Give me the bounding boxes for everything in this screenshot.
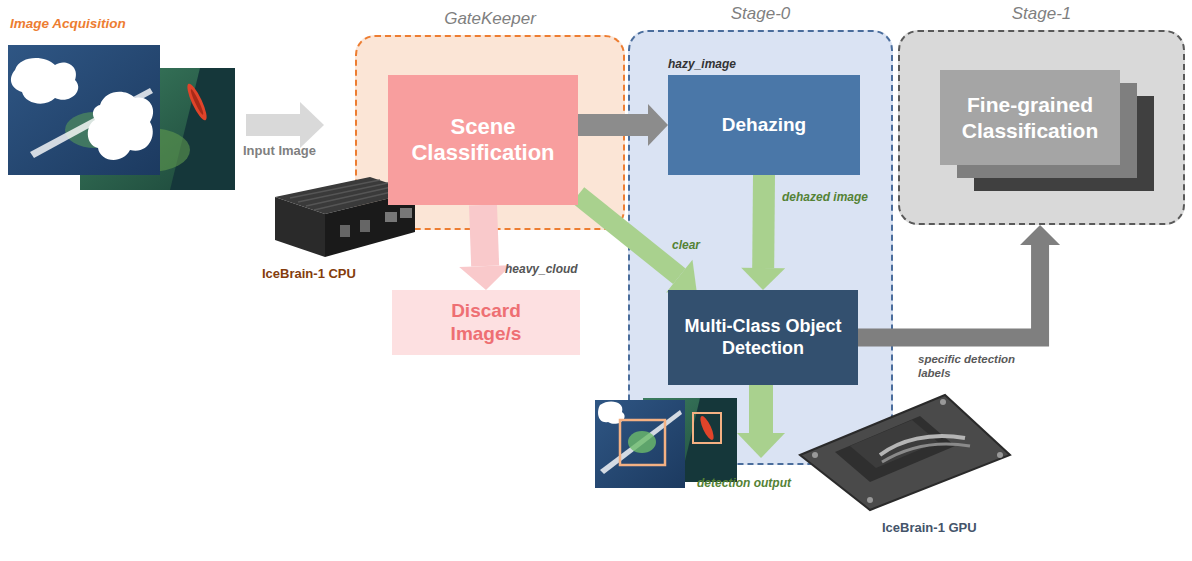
arrow-head (459, 265, 511, 290)
gpu-device-part (882, 444, 970, 462)
edge-label: hazy_image (668, 57, 736, 72)
detection-image-part (698, 415, 716, 442)
satellite-image-part (170, 68, 235, 190)
device-label: IceBrain-1 CPU (262, 266, 356, 282)
cpu-device-part (400, 208, 412, 218)
box-text-stack: Discard Image/s (426, 300, 546, 346)
output-arrow-part (749, 385, 773, 433)
edge-label: specific detection labels (918, 352, 1030, 381)
process-box: Discard Image/s (392, 290, 580, 355)
box-label: Multi-Class Object Detection (676, 316, 850, 359)
flow-label: detection output (697, 476, 791, 491)
cpu-device-part (306, 186, 396, 206)
satellite-image (8, 45, 160, 175)
box-label: Dehazing (722, 114, 806, 137)
process-box: Multi-Class Object Detection (668, 290, 858, 385)
detection-image-part (595, 400, 685, 488)
cpu-device-part (385, 212, 397, 222)
flow-label: Input Image (243, 143, 316, 159)
input-arrow-part (246, 114, 300, 136)
region-title: Stage-0 (630, 4, 891, 24)
box-text-stack: Scene Classification (396, 114, 570, 167)
cpu-device-part (298, 183, 388, 202)
detection-image-part (620, 420, 665, 465)
gpu-device-part (940, 399, 946, 405)
satellite-image-part (11, 58, 78, 104)
cpu-device-part (340, 225, 350, 237)
section-label: Image Acquisition (10, 16, 126, 33)
stage-region: Stage-1Fine-grained Classification (898, 30, 1185, 225)
arrow-shaft (483, 205, 485, 266)
device-label: IceBrain-1 GPU (882, 520, 977, 536)
cpu-device-part (290, 180, 380, 198)
box-text-stack: Dehazing (722, 114, 806, 137)
cpu-device-part (275, 197, 325, 257)
detection-image-part (680, 398, 737, 482)
detection-image (595, 400, 685, 488)
process-box: Scene Classification (388, 75, 578, 205)
edge-label: heavy_cloud (505, 262, 578, 277)
gpu-device-part (867, 497, 873, 503)
gpu-device-part (812, 452, 818, 458)
region-title: GateKeeper (357, 9, 623, 29)
box-label: Fine-grained Classification (948, 92, 1112, 142)
satellite-image-part (184, 82, 210, 122)
edge-label: clear (672, 238, 700, 253)
box-label: Scene Classification (396, 114, 570, 167)
detection-image-part (628, 431, 656, 453)
process-box: Dehazing (668, 75, 860, 175)
edge-label: dehazed image (782, 190, 868, 205)
arrow-shaft (752, 175, 775, 268)
box-text-stack: Fine-grained Classification (948, 92, 1112, 142)
gpu-device-part (997, 452, 1003, 458)
input-arrow-part (300, 102, 324, 148)
detection-image-part (693, 413, 721, 443)
process-box: Fine-grained Classification (940, 70, 1120, 165)
box-text-stack: Multi-Class Object Detection (676, 316, 850, 359)
arrow-shaft (578, 114, 648, 136)
satellite-image-part (88, 92, 153, 160)
satellite-image-part (189, 88, 204, 115)
box-label: Discard Image/s (426, 300, 546, 346)
satellite-image-part (8, 45, 160, 175)
region-title: Stage-1 (900, 4, 1183, 24)
input-arrow (246, 102, 324, 148)
cpu-device-part (360, 220, 370, 232)
arrow-head (1020, 225, 1060, 245)
